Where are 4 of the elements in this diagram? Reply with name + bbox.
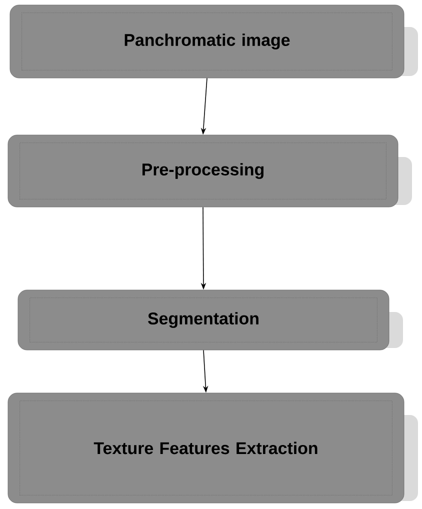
process-box: Pre-processing — [8, 134, 412, 208]
process-box: Texture Features Extraction — [8, 392, 418, 504]
process-box: Segmentation — [18, 290, 403, 350]
process-box: Panchromatic image — [10, 4, 418, 78]
